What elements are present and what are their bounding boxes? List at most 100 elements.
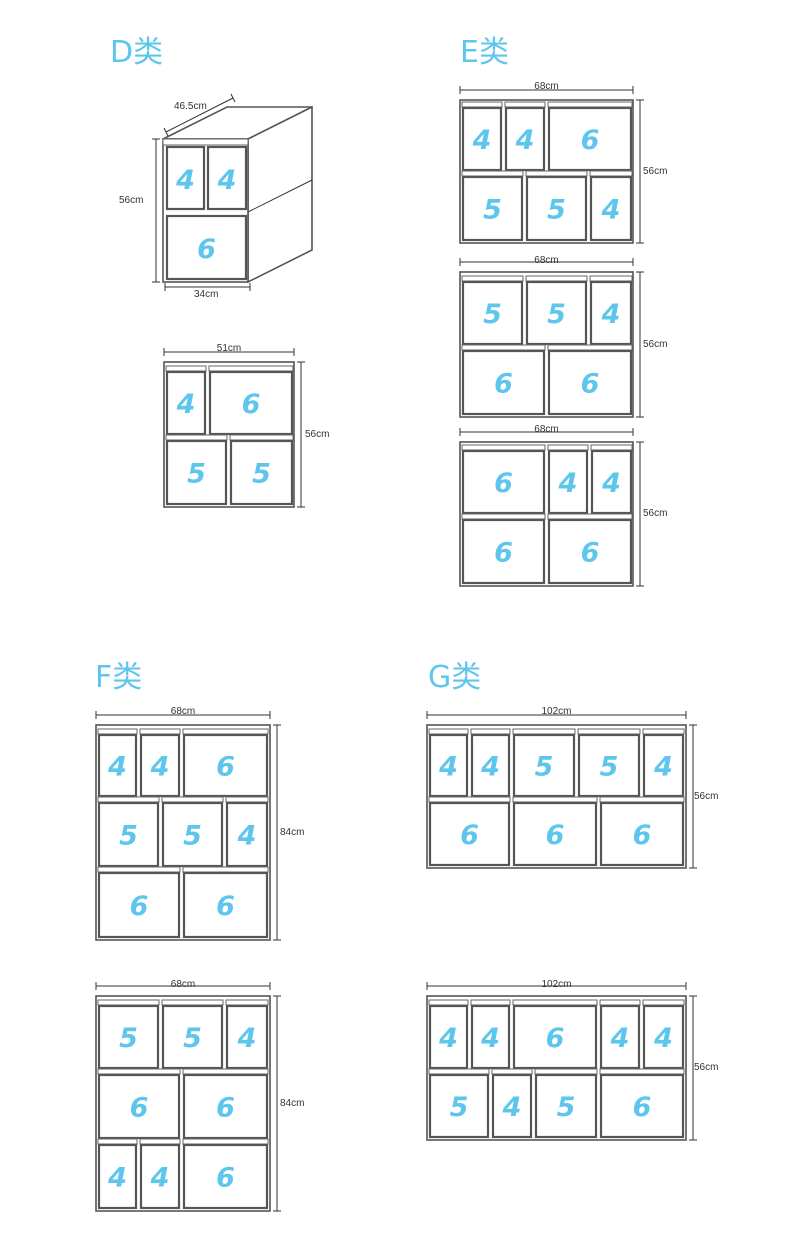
g-config-1-box-size: 6 [460,820,479,851]
f-config-2-box [182,1073,269,1140]
e-config-1-box-size: 4 [472,125,492,156]
section-title-f: F类 [95,660,143,695]
f-config-2-box [97,1004,160,1070]
g-config-1-lid [512,796,598,803]
e-config-3-box-size: 4 [558,468,578,499]
d-config-2-lid [208,365,294,372]
g-config-2-lid [470,999,511,1006]
d-config-2-height-label: 56cm [305,428,330,440]
f-config-2-box-size: 6 [130,1093,149,1124]
g-config-1-box-size: 4 [480,752,500,783]
f-config-2-box [97,1143,138,1210]
d-config-2-lid [165,365,207,372]
f-config-1-box [139,733,181,798]
e-config-2-lid [461,344,546,351]
g-config-2-lid [491,1068,533,1075]
g-config-2-box-size: 4 [653,1023,673,1054]
e-config-1-box-size: 4 [515,125,535,156]
e-config-1-box [525,175,588,242]
g-config-1-box [512,733,576,798]
d-config-1-lid [162,138,249,146]
g-config-1-lid [428,796,511,803]
f-config-2-box-size: 5 [119,1023,138,1054]
d-config-2-lid [229,434,294,441]
g-config-2-box-size: 4 [438,1023,458,1054]
e-config-1-lid [461,170,524,177]
g-config-2-lid [642,999,685,1006]
f-config-1-box-size: 4 [237,821,257,852]
e-config-2-box-size: 6 [494,369,513,400]
g-config-2-box [642,1004,685,1070]
e-config-1-box-size: 4 [601,195,621,226]
g-config-2-lid [599,999,641,1006]
section-title-g: G类 [428,660,482,695]
e-config-3-lid [590,444,633,451]
f-config-1-lid [161,796,224,803]
g-config-1-lid [470,728,511,735]
g-config-2-box [512,1004,598,1070]
f-config-1-box [97,733,138,798]
g-config-2-height-label: 56cm [694,1062,719,1073]
e-config-3-height-label: 56cm [643,508,668,519]
g-config-1-lid [512,728,576,735]
f-config-2-lid [139,1138,181,1145]
e-config-2-lid [589,275,633,282]
g-config-2-box [599,1073,685,1139]
d-config-1-box-size: 6 [197,234,216,265]
g-config-1-box-size: 4 [438,752,458,783]
d-config-2-box [229,439,294,506]
d-config-1-depth-label: 34cm [194,289,219,300]
f-config-1-box [182,871,269,939]
e-config-3-box-size: 4 [601,468,621,499]
g-config-1-box [428,733,469,798]
g-config-1-lid [642,728,685,735]
e-config-1-box-size: 6 [581,125,600,156]
e-config-1-box [461,175,524,242]
g-config-2-box-size: 4 [502,1092,522,1123]
g-config-1-box [642,733,685,798]
d-config-1-width-label: 46.5cm [174,101,207,112]
f-config-1-lid [97,866,181,873]
g-config-2-box [428,1004,469,1070]
d-config-2-box [165,370,207,436]
g-config-1-box-size: 5 [600,752,619,783]
f-config-2-lid [182,1068,269,1075]
d-config-1-cabinet: 4 4 6 [152,93,313,291]
f-config-2-box-size: 4 [150,1163,170,1194]
f-config-1-box-size: 4 [107,752,127,783]
d-config-1-height-label: 56cm [119,195,144,206]
section-title-e: E类 [460,35,509,70]
d-config-2-box-size: 4 [176,389,196,420]
g-config-1-box [470,733,511,798]
e-config-1-height-label: 56cm [643,165,668,177]
e-config-2-box-size: 5 [547,299,566,330]
f-config-1-box [161,801,224,868]
e-config-1-box [589,175,633,242]
f-config-1-box-size: 6 [216,752,235,783]
e-config-1-box [461,106,503,172]
g-config-2-box [599,1004,641,1070]
e-config-3-box [547,518,633,585]
e-config-3-box-size: 6 [581,538,600,569]
g-config-2-box [491,1073,533,1139]
g-config-2-box [428,1073,490,1139]
section-title-d: D类 [110,35,164,70]
d-config-1-width-tick [230,93,236,103]
g-config-1-box-size: 6 [633,820,652,851]
d-config-1-box-size: 4 [175,165,195,196]
e-config-2-box [589,280,633,346]
e-config-1-box-size: 5 [547,195,566,226]
f-config-1-box [225,801,269,868]
f-config-2-box-size: 5 [183,1023,202,1054]
e-config-3-box-size: 6 [494,538,513,569]
g-config-2-box-size: 6 [633,1092,652,1123]
f-config-2-box [182,1143,269,1210]
f-config-1-lid [97,728,138,735]
e-config-3-width-label: 68cm [534,424,559,435]
e-config-3-box [461,449,546,515]
f-config-2-box [161,1004,224,1070]
f-config-2-box [139,1143,181,1210]
